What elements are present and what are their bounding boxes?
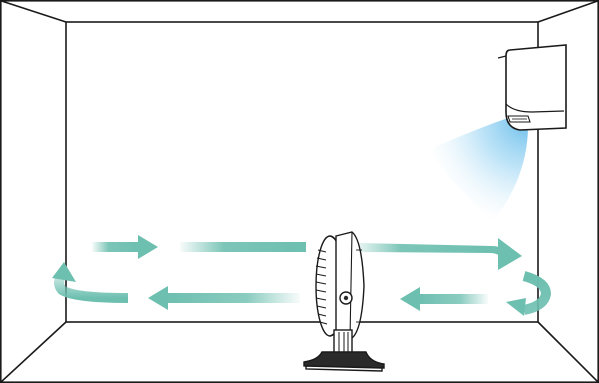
- arrow-lower-right: [400, 287, 488, 311]
- floor-edge-right: [537, 321, 599, 383]
- airflow-loop-arrows: [52, 235, 552, 316]
- ceiling-edge-right: [537, 0, 599, 23]
- arrow-left-curve-head: [52, 262, 76, 282]
- arrow-right-curve: [522, 271, 552, 315]
- floor-edge-left: [0, 321, 67, 383]
- fan-grille-ribs: [315, 249, 328, 325]
- arrow-left-curve: [54, 271, 129, 303]
- circulator-fan: [303, 231, 385, 372]
- arrow-upper-middle: [180, 242, 306, 252]
- ceiling-edge-left: [0, 0, 67, 23]
- wall-mounted-air-conditioner: [497, 44, 567, 131]
- back-wall: [65, 21, 539, 323]
- arrow-upper-right: [358, 238, 522, 270]
- arrow-lower-middle: [148, 286, 300, 310]
- arrow-right-curve-head: [506, 298, 526, 316]
- arrow-upper-left: [92, 235, 158, 259]
- fan-stand: [303, 329, 385, 372]
- cold-air-stream: [428, 118, 528, 222]
